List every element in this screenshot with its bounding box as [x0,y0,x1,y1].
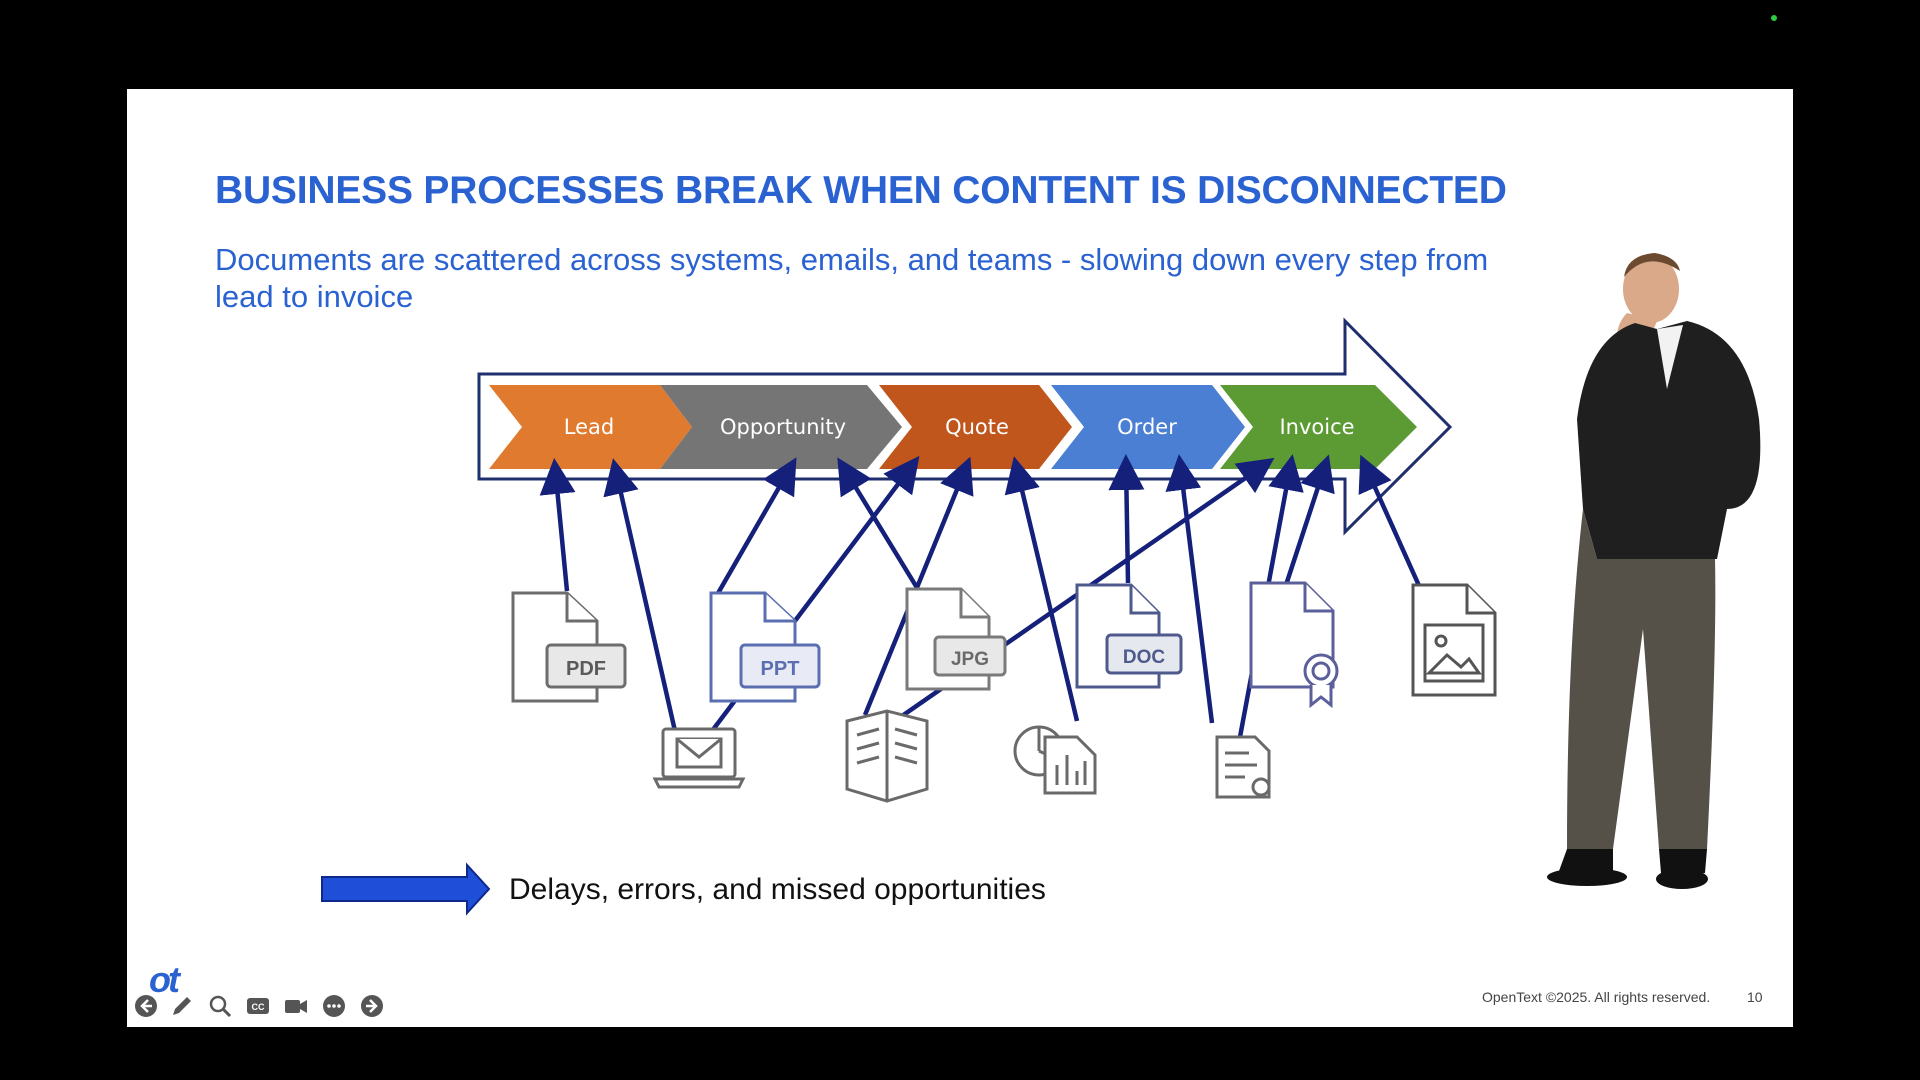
connector-arrow [539,458,576,592]
doc-badge: DOC [1123,647,1166,668]
stage-chevron-opportunity: Opportunity [660,385,902,469]
stage-label-invoice: Invoice [1279,415,1354,439]
stage-chevron-lead: Lead [489,385,692,469]
more-icon[interactable] [321,993,347,1019]
stage-chevron-quote: Quote [879,385,1072,469]
newsletter-icon [845,709,929,803]
status-indicator [1771,15,1777,21]
connector-arrow [1358,454,1428,600]
player-toolbar: ot CC [127,959,427,1019]
jpg-badge: JPG [951,649,989,670]
stage-label-lead: Lead [564,415,614,439]
page-number: 10 [1747,989,1763,1005]
legend-text: Delays, errors, and missed opportunities [509,873,1046,906]
ppt-file-icon: PPT [709,591,821,703]
opentext-logo: ot [149,959,180,1000]
process-diagram: Lead Opportunity Quote Order Invoice [321,253,1761,916]
slide-title: BUSINESS PROCESSES BREAK WHEN CONTENT IS… [215,169,1507,212]
ppt-badge: PPT [761,658,800,680]
contract-invoice-icon [1215,735,1271,799]
connector-arrow [1108,454,1145,584]
footer-copyright: OpenText ©2025. All rights reserved. [1482,989,1711,1005]
back-icon[interactable] [133,993,159,1019]
stage-label-quote: Quote [945,415,1009,439]
captions-icon[interactable]: CC [245,993,271,1019]
stage-label-opportunity: Opportunity [720,415,846,439]
report-chart-icon [1013,725,1097,795]
connector-arrow [1165,454,1215,724]
pdf-file-icon: PDF [511,591,627,703]
search-icon[interactable] [207,993,233,1019]
forward-icon[interactable] [359,993,385,1019]
slide-subtitle: Documents are scattered across systems, … [215,242,1489,314]
email-laptop-icon [652,727,746,789]
connector-arrow [1283,454,1335,586]
stage-label-order: Order [1117,415,1177,439]
jpg-file-icon: JPG [905,587,1007,691]
svg-text:CC: CC [252,1002,265,1012]
connector-arrow [603,458,678,732]
pdf-badge: PDF [566,658,606,680]
connector-arrow [837,457,932,611]
pen-icon[interactable] [169,993,195,1019]
video-icon[interactable] [283,993,309,1019]
connector-arrow [1004,456,1080,722]
connector-arrow [715,457,797,597]
stage-chevron-order: Order [1051,385,1245,469]
stage-chevron-invoice: Invoice [1220,385,1417,469]
doc-file-icon: DOC [1075,583,1183,689]
stressed-man-figure [1547,253,1761,889]
certificate-file-icon [1249,581,1339,709]
legend-arrow [321,862,491,916]
presentation-slide: BUSINESS PROCESSES BREAK WHEN CONTENT IS… [127,89,1793,1027]
image-file-icon [1411,583,1497,697]
